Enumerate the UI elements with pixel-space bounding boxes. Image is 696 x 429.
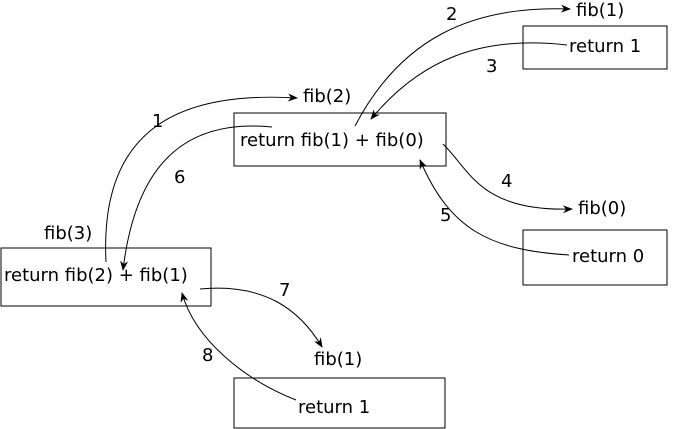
box-fib1-top [522,25,668,70]
step-number: 1 [152,111,163,132]
arrow-step-3 [370,42,568,120]
box-fib0-text: return 0 [572,246,644,267]
step-number: 4 [501,171,512,192]
box-fib1-bottom [233,377,446,429]
step-number: 5 [440,205,451,226]
label-fib3: fib(3) [44,223,92,244]
box-fib0 [522,229,668,286]
box-fib1-bottom-text: return 1 [298,397,370,418]
step-number: 3 [486,56,497,77]
label-fib0: fib(0) [578,198,626,219]
arrow-step-6 [120,125,273,271]
arrow-step-7 [199,287,323,348]
box-fib1-top-text: return 1 [569,36,641,57]
label-fib1-top: fib(1) [576,0,624,21]
arrow-step-1 [105,93,298,263]
step-number: 8 [202,345,213,366]
step-number: 6 [174,167,185,188]
step-number: 2 [446,4,457,25]
box-fib3-text: return fib(2) + fib(1) [4,265,188,286]
arrow-step-2 [354,4,571,127]
arrow-step-5 [419,159,570,256]
box-fib2 [233,112,447,167]
label-fib2: fib(2) [303,86,351,107]
label-fib1-bottom: fib(1) [314,349,362,370]
arrow-step-8 [180,292,297,401]
arrow-step-4 [442,143,573,214]
step-number: 7 [279,280,290,301]
box-fib2-text: return fib(1) + fib(0) [240,130,424,151]
